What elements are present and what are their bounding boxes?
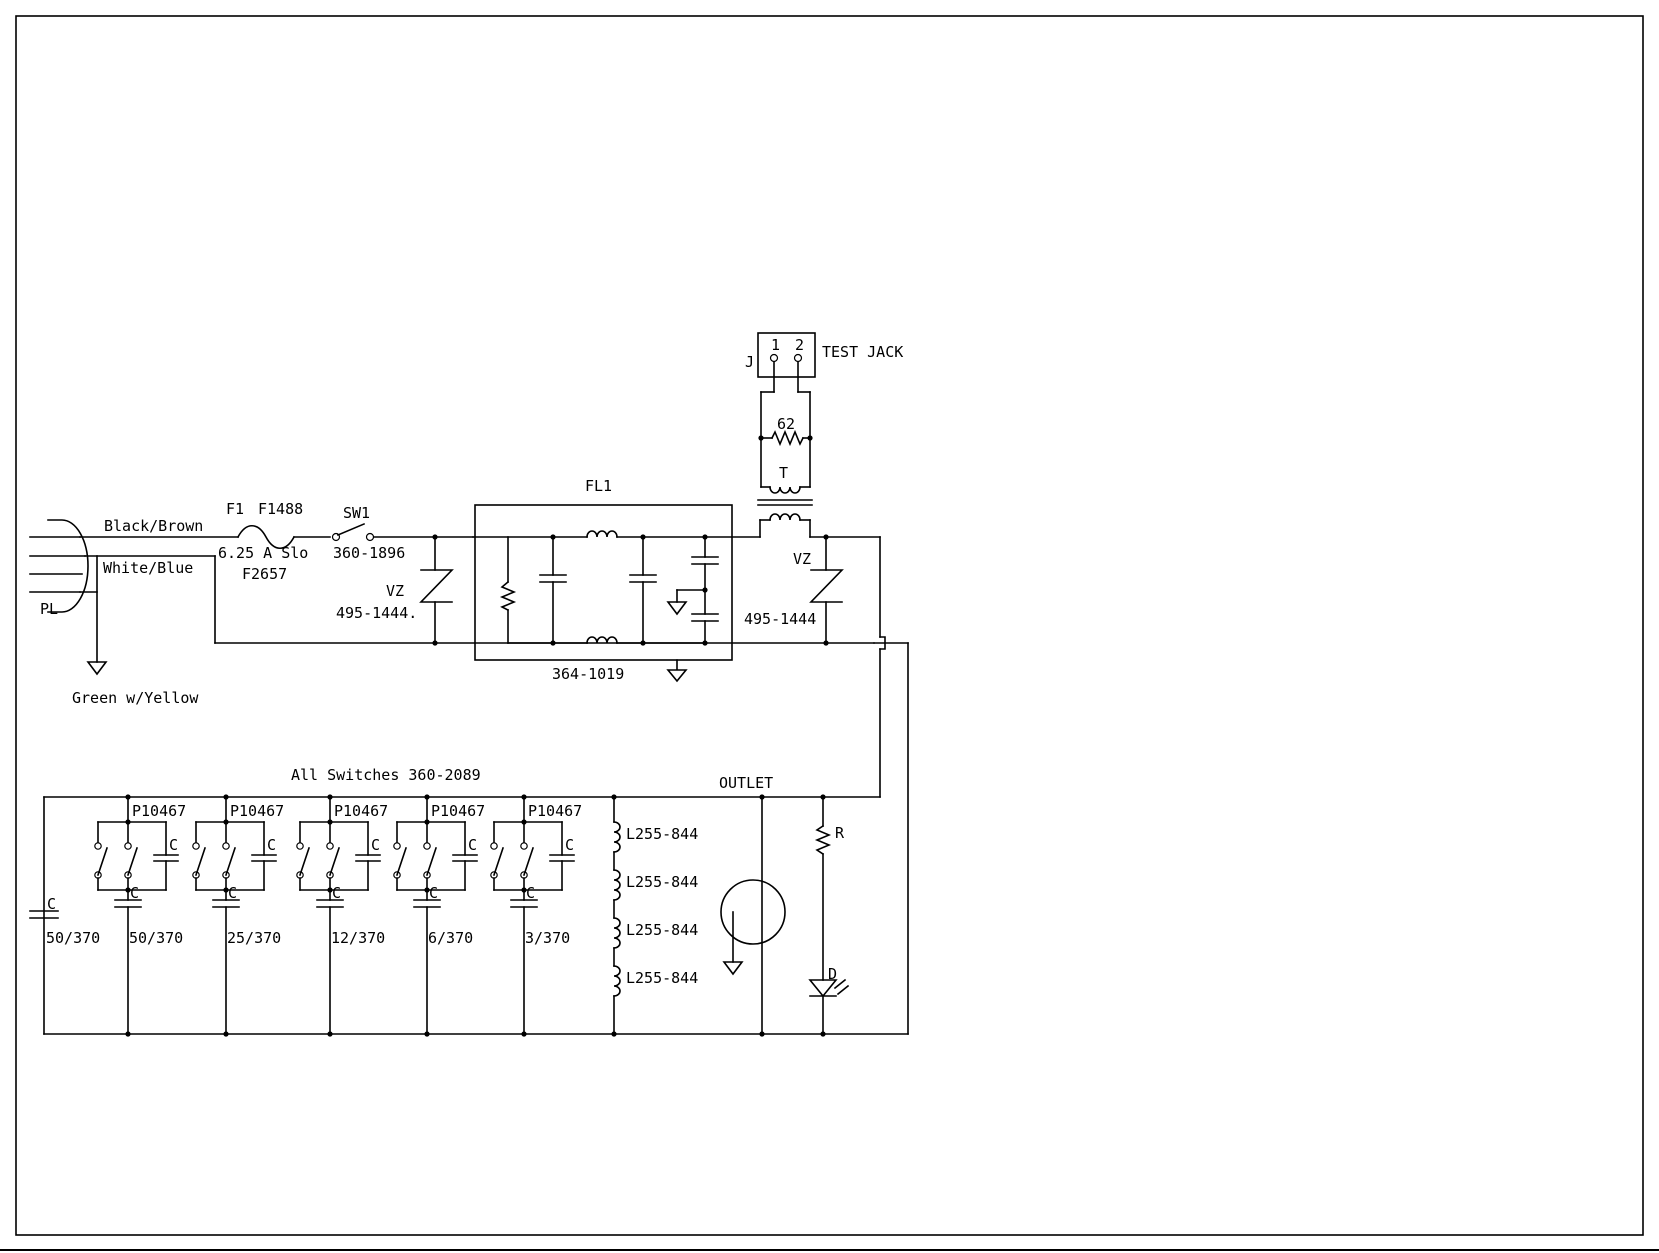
bottom-cap-label: C: [429, 884, 438, 902]
bottom-cap-value: 25/370: [227, 929, 281, 947]
crossover-wires: [873, 536, 909, 1035]
bottom-cap-value: 6/370: [428, 929, 473, 947]
fuse-f1: [236, 524, 331, 550]
pilot-lamp-circuit: [808, 794, 850, 1037]
switch-ref: SW1: [343, 504, 370, 522]
bottom-cap-value: 3/370: [525, 929, 570, 947]
power-plug-pl: [29, 519, 89, 613]
switch-cap-label: C: [565, 836, 574, 854]
bottom-cap-label: C: [526, 884, 535, 902]
inductor: L255-844: [613, 821, 698, 871]
green-yellow-label: Green w/Yellow: [72, 689, 199, 707]
bottom-cap-label: C: [332, 884, 341, 902]
filter-ref: FL1: [585, 477, 612, 495]
outlet: [720, 794, 786, 1037]
black-brown-label: Black/Brown: [104, 517, 203, 535]
ground-symbol-icon: [86, 661, 108, 676]
switch-part-label: P10467: [132, 802, 186, 820]
line-filter-fl1-box: [474, 504, 733, 661]
switch-part-label: P10467: [334, 802, 388, 820]
filter-internals: [472, 530, 761, 646]
switch-part-label: P10467: [528, 802, 582, 820]
bottom-cap-label: C: [228, 884, 237, 902]
test-jack-box: [757, 332, 816, 378]
led-label: D: [828, 965, 837, 983]
resistor-62: [758, 429, 813, 447]
inductor: L255-844: [613, 965, 698, 1035]
jack-ref: J: [745, 353, 754, 371]
resistor-62-label: 62: [777, 415, 795, 433]
inductor-label: L255-844: [626, 825, 698, 843]
switch-cap-label: C: [267, 836, 276, 854]
transformer-label: T: [779, 464, 788, 482]
bottom-cap-value: 12/370: [331, 929, 385, 947]
inductor-label: L255-844: [626, 921, 698, 939]
switch-cap-label: C: [468, 836, 477, 854]
varistor-vz-right: [809, 534, 844, 646]
plug-ground-wire: [79, 555, 108, 676]
fuse-part-f1488: F1488: [258, 500, 303, 518]
filter-part: 364-1019: [552, 665, 624, 683]
varistor-left-ref: VZ: [386, 582, 404, 600]
bottom-cap-label: C: [130, 884, 139, 902]
outlet-ground-icon: [722, 961, 744, 976]
switch-sw1: [331, 522, 474, 542]
test-jack-label: TEST JACK: [822, 343, 903, 361]
bottom-cap-value: 50/370: [129, 929, 183, 947]
varistor-left-part: 495-1444.: [336, 604, 417, 622]
left-capacitor: [29, 910, 59, 919]
inductor: L255-844: [613, 869, 698, 919]
white-blue-label: White/Blue: [103, 559, 193, 577]
inductor-label: L255-844: [626, 873, 698, 891]
switch-part-label: P10467: [431, 802, 485, 820]
left-cap-value: 50/370: [46, 929, 100, 947]
switch-cap-label: C: [169, 836, 178, 854]
inductor: L255-844: [613, 917, 698, 967]
transformer-t: [757, 486, 813, 538]
left-cap-label: C: [47, 895, 56, 913]
varistor-right-ref: VZ: [793, 550, 811, 568]
inductor-label: L255-844: [626, 969, 698, 987]
jack-pin-2: 2: [795, 336, 804, 354]
neutral-wire: [84, 555, 875, 644]
plug-label: PL: [40, 600, 58, 618]
switch-part: 360-1896: [333, 544, 405, 562]
fuse-ref: F1: [226, 500, 244, 518]
pilot-resistor-label: R: [835, 824, 845, 842]
outlet-label: OUTLET: [719, 774, 773, 792]
drawing-border: [15, 15, 1644, 1236]
fuse-part-f2657: F2657: [242, 565, 287, 583]
varistor-vz-left: [419, 534, 454, 646]
varistor-right-part: 495-1444: [744, 610, 816, 628]
jack-pin-1: 1: [771, 336, 780, 354]
filter-ground-icon: [666, 659, 688, 683]
all-switches-label: All Switches 360-2089: [291, 766, 481, 784]
fuse-rating: 6.25 A Slo: [218, 544, 308, 562]
switch-part-label: P10467: [230, 802, 284, 820]
switch-cap-label: C: [371, 836, 380, 854]
